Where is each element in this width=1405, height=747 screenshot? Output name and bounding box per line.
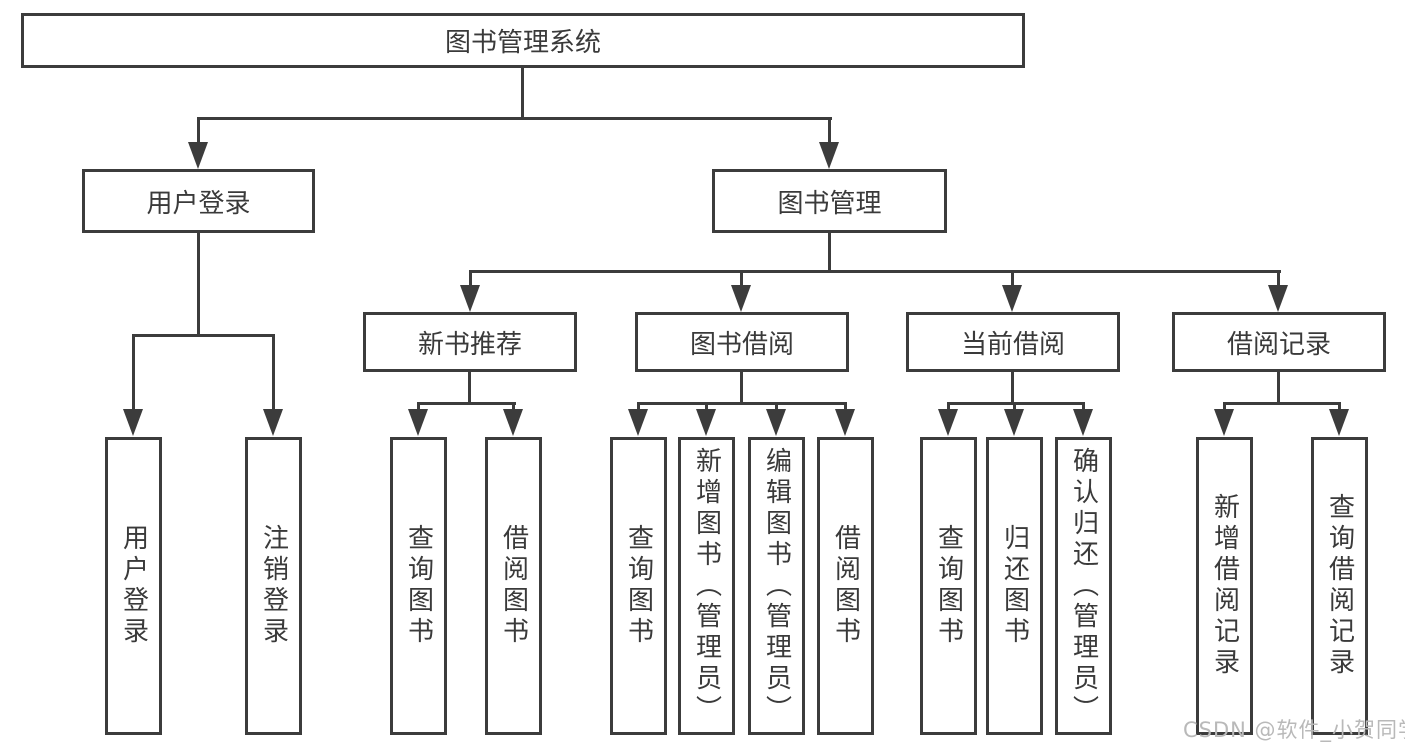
connector-line [775, 402, 778, 412]
node-new-book-recommendation: 新书推荐 [363, 312, 577, 372]
node-user-login-group: 用户登录 [82, 169, 315, 233]
node-current-borrowing: 当前借阅 [906, 312, 1120, 372]
connector-line [469, 270, 1281, 273]
arrowhead-down-icon [503, 409, 523, 436]
node-library-management-system: 图书管理系统 [21, 13, 1025, 68]
node-book-management: 图书管理 [712, 169, 947, 233]
csdn-watermark: CSDN @软件_小贺同学 [1183, 718, 1405, 742]
node-borrowing-records: 借阅记录 [1172, 312, 1386, 372]
arrowhead-down-icon [188, 142, 208, 169]
connector-line [1338, 402, 1341, 412]
arrowhead-down-icon [696, 409, 716, 436]
node-search-books-borrowing: 查询图书 [610, 437, 667, 735]
node-borrow-books: 借阅图书 [817, 437, 874, 735]
connector-line [521, 68, 524, 120]
arrowhead-down-icon [819, 142, 839, 169]
connector-line [828, 117, 831, 145]
arrowhead-down-icon [628, 409, 648, 436]
node-borrow-books-recommend: 借阅图书 [485, 437, 542, 735]
arrowhead-down-icon [408, 409, 428, 436]
arrowhead-down-icon [1002, 285, 1022, 312]
connector-line [469, 270, 472, 288]
arrowhead-down-icon [1329, 409, 1349, 436]
connector-line [132, 334, 135, 412]
connector-line [1011, 270, 1014, 288]
node-search-books-recommend: 查询图书 [390, 437, 447, 735]
connector-line [512, 402, 515, 412]
node-return-books: 归还图书 [986, 437, 1043, 735]
connector-line [705, 402, 708, 412]
arrowhead-down-icon [731, 285, 751, 312]
connector-line [1277, 270, 1280, 288]
connector-line [197, 233, 200, 337]
connector-line [1013, 402, 1016, 412]
arrowhead-down-icon [460, 285, 480, 312]
connector-line [1082, 402, 1085, 412]
connector-line [272, 334, 275, 412]
connector-line [828, 233, 831, 273]
connector-line [740, 270, 743, 288]
connector-line [417, 402, 516, 405]
connector-line [740, 372, 743, 405]
connector-line [197, 117, 200, 145]
arrowhead-down-icon [123, 409, 143, 436]
arrowhead-down-icon [938, 409, 958, 436]
connector-line [468, 372, 471, 405]
connector-line [947, 402, 1085, 405]
node-book-borrowing: 图书借阅 [635, 312, 849, 372]
node-add-books-admin: 新增图书（管理员） [678, 437, 735, 735]
node-confirm-return-admin: 确认归还（管理员） [1055, 437, 1112, 735]
connector-line [1223, 402, 1226, 412]
connector-line [1277, 372, 1280, 405]
node-logout: 注销登录 [245, 437, 302, 735]
arrowhead-down-icon [1214, 409, 1234, 436]
connector-line [844, 402, 847, 412]
arrowhead-down-icon [1004, 409, 1024, 436]
connector-line [197, 117, 832, 120]
connector-line [132, 334, 275, 337]
arrowhead-down-icon [263, 409, 283, 436]
node-user-login: 用户登录 [105, 437, 162, 735]
connector-line [1223, 402, 1341, 405]
node-search-books-current: 查询图书 [920, 437, 977, 735]
connector-line [947, 402, 950, 412]
connector-line [417, 402, 420, 412]
node-edit-books-admin: 编辑图书（管理员） [748, 437, 805, 735]
arrowhead-down-icon [1073, 409, 1093, 436]
connector-line [1011, 372, 1014, 405]
connector-line [637, 402, 847, 405]
node-search-borrow-record: 查询借阅记录 [1311, 437, 1368, 735]
connector-line [637, 402, 640, 412]
node-add-borrow-record: 新增借阅记录 [1196, 437, 1253, 735]
arrowhead-down-icon [766, 409, 786, 436]
arrowhead-down-icon [1268, 285, 1288, 312]
arrowhead-down-icon [835, 409, 855, 436]
